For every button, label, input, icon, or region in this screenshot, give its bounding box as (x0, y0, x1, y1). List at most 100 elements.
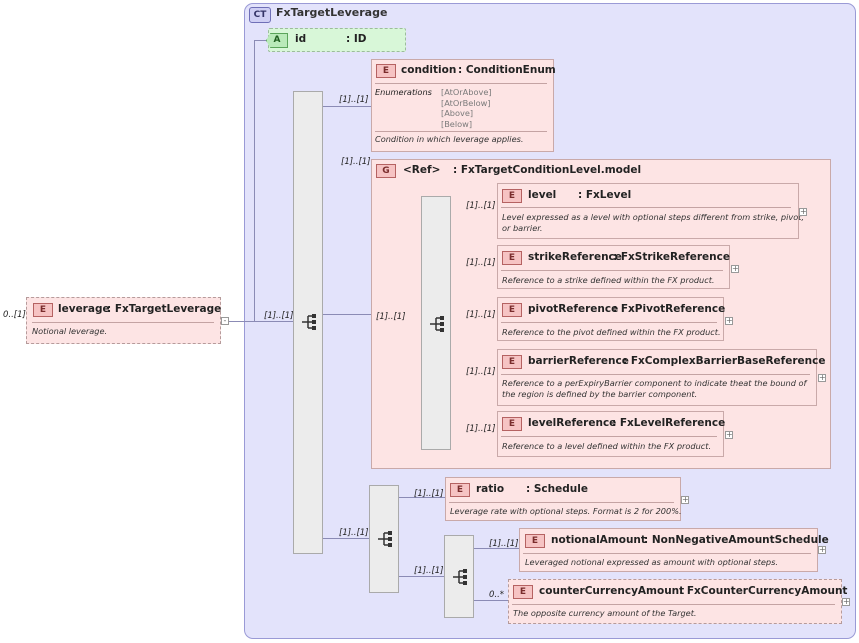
level-doc-1: Level expressed as a level with optional… (502, 212, 805, 222)
barrier-doc-1: Reference to a perExpiryBarrier componen… (502, 378, 807, 388)
connector-notional (474, 548, 519, 549)
condition-enum-2: [Above] (441, 108, 474, 118)
root-element-leverage[interactable] (26, 297, 221, 344)
complex-type-title: FxTargetLeverage (276, 6, 388, 19)
condition-separator-2 (375, 131, 547, 132)
ratio-type: : Schedule (526, 483, 588, 495)
attribute-name: id (295, 33, 307, 45)
group-badge: G (376, 164, 396, 178)
levelref-type: : FxLevelReference (612, 417, 726, 429)
counter-card: 0..* (489, 590, 505, 600)
pivot-separator (501, 322, 717, 323)
counter-badge: E (513, 585, 533, 599)
pivot-type: : FxPivotReference (613, 303, 726, 315)
attribute-badge: A (266, 33, 288, 48)
sequence-inner-2[interactable] (444, 535, 474, 618)
notional-name: notionalAmount (551, 534, 646, 546)
group-type: : FxTargetConditionLevel.model (453, 164, 642, 176)
connector-counter (474, 600, 508, 601)
root-doc: Notional leverage. (32, 326, 108, 336)
level-card: [1]..[1] (466, 201, 496, 211)
element-condition[interactable] (371, 59, 554, 152)
plus-expand-icon[interactable]: - (221, 317, 229, 325)
sequence-inner[interactable] (369, 485, 399, 593)
plus-expand-icon[interactable]: + (799, 207, 807, 216)
strike-badge: E (502, 251, 522, 265)
condition-type: : ConditionEnum (458, 64, 556, 76)
counter-type: : FxCounterCurrencyAmount (679, 585, 848, 597)
notional-type: : NonNegativeAmountSchedule (644, 534, 829, 546)
condition-enum-3: [Below] (441, 118, 473, 129)
levelref-card: [1]..[1] (466, 424, 496, 434)
plus-expand-icon[interactable]: + (818, 545, 826, 554)
counter-doc: The opposite currency amount of the Targ… (513, 608, 697, 618)
sequence-compositor-icon (430, 316, 444, 332)
connector-condition (323, 106, 372, 107)
element-level-reference[interactable] (497, 411, 724, 457)
element-pivot-reference[interactable] (497, 297, 724, 341)
root-card-left: 0..[1] (3, 310, 26, 320)
seq-main-card-group: [1]..[1] (341, 157, 371, 167)
ratio-doc: Leverage rate with optional steps. Forma… (450, 506, 682, 516)
element-strike-reference[interactable] (497, 245, 730, 289)
group-seq-card: [1]..[1] (376, 312, 406, 322)
element-counter-currency-amount[interactable] (508, 579, 842, 624)
seq-main-card-bottom: [1]..[1] (339, 528, 369, 538)
attribute-id[interactable] (268, 28, 406, 52)
attribute-type: : ID (346, 33, 367, 45)
barrier-doc-2: the region is defined by the barrier com… (502, 389, 698, 399)
notional-doc: Leveraged notional expressed as amount w… (525, 557, 778, 567)
sequence-compositor-icon (378, 531, 392, 547)
element-level[interactable] (497, 183, 799, 239)
plus-expand-icon[interactable]: + (731, 264, 739, 273)
notional-card: [1]..[1] (489, 539, 519, 549)
connector-attr-horizontal (254, 40, 268, 41)
strike-separator (501, 270, 723, 271)
condition-enum-1: [AtOrBelow] (441, 97, 491, 108)
barrier-separator (501, 374, 810, 375)
strike-type: : FxStrikeReference (613, 251, 730, 263)
pivot-card: [1]..[1] (466, 310, 496, 320)
complex-type-badge: CT (249, 7, 271, 23)
strike-name: strikeReference (528, 251, 622, 263)
strike-card: [1]..[1] (466, 258, 496, 268)
root-separator (32, 322, 214, 323)
counter-name: counterCurrencyAmount (539, 585, 685, 597)
ratio-name: ratio (476, 483, 505, 495)
counter-separator (512, 604, 835, 605)
condition-badge: E (376, 64, 396, 78)
level-doc-2: or barrier. (502, 223, 543, 233)
plus-expand-icon[interactable]: + (725, 316, 733, 325)
sequence-compositor-icon (453, 569, 467, 585)
seq-inner-card: [1]..[1] (414, 566, 444, 576)
plus-expand-icon[interactable]: + (818, 373, 826, 382)
barrier-type: : FxComplexBarrierBaseReference (623, 355, 826, 367)
root-badge: E (33, 303, 53, 317)
levelref-name: levelReference (528, 417, 617, 429)
root-card-right: [1]..[1] (264, 311, 294, 321)
element-barrier-reference[interactable] (497, 349, 817, 406)
group-name: <Ref> (403, 164, 441, 176)
ratio-badge: E (450, 483, 470, 497)
level-badge: E (502, 189, 522, 203)
condition-enum-0: [AtOrAbove] (441, 87, 492, 97)
connector-seq-main (254, 321, 294, 322)
level-separator (501, 207, 791, 208)
sequence-compositor-icon (302, 314, 316, 330)
plus-expand-icon[interactable]: + (842, 597, 850, 606)
pivot-badge: E (502, 303, 522, 317)
level-name: level (528, 189, 557, 201)
element-notional-amount[interactable] (519, 528, 818, 572)
ratio-separator (449, 502, 674, 503)
plus-expand-icon[interactable]: + (725, 430, 733, 439)
connector-seq-inner2 (399, 576, 445, 577)
plus-expand-icon[interactable]: + (681, 495, 689, 504)
barrier-name: barrierReference (528, 355, 629, 367)
levelref-doc: Reference to a level defined within the … (502, 441, 712, 451)
condition-name: condition (401, 64, 457, 76)
levelref-separator (501, 436, 717, 437)
element-ratio[interactable] (445, 477, 681, 521)
level-type: : FxLevel (578, 189, 632, 201)
seq-main-card-top: [1]..[1] (339, 95, 369, 105)
condition-enum-label: Enumerations (375, 87, 432, 97)
